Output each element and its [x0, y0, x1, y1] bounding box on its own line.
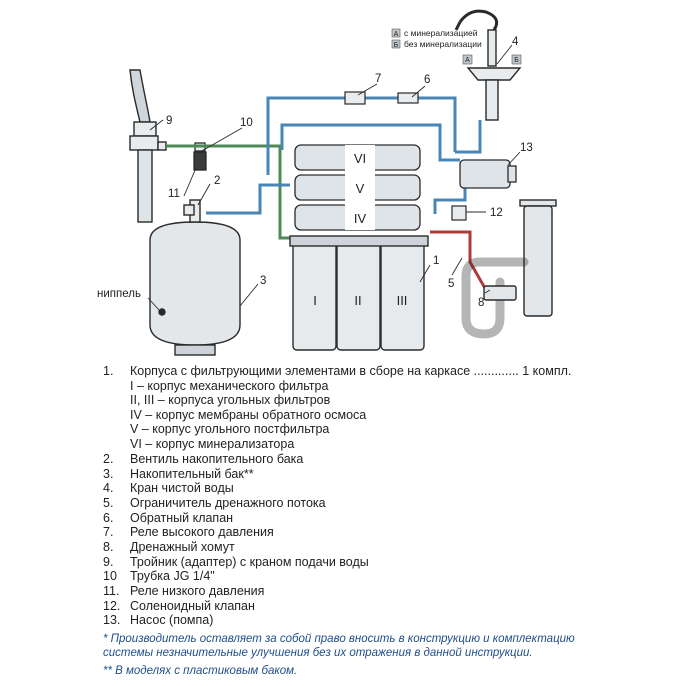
stage-label-IV: IV: [354, 211, 367, 226]
legend-num: 2.: [103, 452, 114, 466]
callout-numbers: 1 2 3 4 5 6 7 8 9 10 11 12 13: [166, 36, 533, 309]
legend-subitem-text: VI – корпус минерализатора: [130, 437, 295, 451]
callout-6: 6: [424, 74, 430, 86]
callout-1: 1: [433, 255, 439, 267]
callout-8: 8: [478, 297, 484, 309]
legend-text: Обратный клапан: [130, 511, 234, 525]
callout-11: 11: [168, 188, 180, 200]
pump: [459, 159, 517, 189]
callout-13: 13: [520, 142, 533, 154]
legend-text: Реле низкого давления: [130, 584, 265, 598]
sink-drain: [461, 199, 557, 339]
faucet-key-a: А: [394, 31, 399, 38]
callout-7: 7: [375, 73, 381, 85]
legend-num: 8.: [103, 540, 114, 554]
faucet-handle-a: А: [465, 57, 470, 64]
legend-text: Трубка JG 1/4": [130, 569, 215, 583]
check-valve: [397, 92, 419, 104]
legend-subitem-text: I – корпус механического фильтра: [130, 379, 329, 393]
solenoid-valve: [451, 205, 467, 221]
faucet-handle-keys: А Б: [462, 54, 522, 65]
upper-housings: [294, 144, 421, 231]
legend-num: 12.: [103, 599, 121, 613]
callout-2: 2: [214, 175, 220, 187]
legend-text: Соленоидный клапан: [130, 599, 255, 613]
legend-num: 4.: [103, 481, 114, 495]
stage-label-VI: VI: [354, 151, 366, 166]
legend-num: 10: [103, 569, 117, 583]
legend-subitem-text: IV – корпус мембраны обратного осмоса: [130, 408, 367, 422]
legend-num: 6.: [103, 511, 114, 525]
legend-text: Кран чистой воды: [130, 481, 234, 495]
tube-top-inner: [280, 123, 460, 162]
legend-num: 3.: [103, 467, 114, 481]
faucet-handle-b: Б: [514, 57, 519, 64]
callout-leaders: [149, 44, 521, 307]
stage-label-III: III: [397, 293, 408, 308]
tee-adapter: [129, 121, 167, 223]
faucet-legend-b: без минерализации: [404, 39, 482, 49]
faucet-key-b: Б: [394, 42, 399, 49]
legend-text: Насос (помпа): [130, 613, 214, 627]
footnote-plastic-tank: ** В моделях с пластиковым баком.: [103, 665, 298, 677]
legend-num: 7.: [103, 525, 114, 539]
legend-text: Реле высокого давления: [130, 525, 274, 539]
callout-4: 4: [512, 36, 519, 48]
faucet-legend: А с минерализацией Б без минерализации: [391, 28, 482, 49]
legend-text: Дренажный хомут: [130, 540, 235, 554]
callout-10: 10: [240, 117, 253, 129]
legend-num: 5.: [103, 496, 114, 510]
legend-num: 11.: [103, 584, 120, 598]
tube-drain-red: [430, 230, 488, 291]
high-pressure-relay: [344, 91, 366, 105]
legend-text: Тройник (адаптер) с краном подачи воды: [130, 555, 369, 569]
bottom-housings: [289, 235, 429, 351]
stage-label-I: I: [313, 293, 317, 308]
callout-9: 9: [166, 115, 172, 127]
stage-labels: VI V IV I II III: [313, 151, 407, 308]
legend-subitem-text: II, III – корпуса угольных фильтров: [130, 393, 331, 407]
callout-12: 12: [490, 207, 503, 219]
ro-system-diagram: VI V IV I II III 1 2 3 4 5 6 7 8 9 10 11…: [97, 9, 557, 356]
legend-num: 9.: [103, 555, 114, 569]
nipple-label: ниппель: [97, 288, 141, 300]
stage-label-V: V: [356, 181, 365, 196]
tube-faucet: [455, 120, 482, 154]
storage-tank: [149, 199, 241, 356]
legend-num: 1.: [103, 364, 114, 378]
faucet-legend-a: с минерализацией: [404, 28, 478, 38]
callout-3: 3: [260, 275, 266, 287]
legend-num: 13.: [103, 613, 121, 627]
tube-tank-blue: [206, 183, 290, 215]
legend-subitem-text: V – корпус угольного постфильтра: [130, 422, 330, 436]
clean-water-faucet: [454, 9, 522, 121]
stage-label-II: II: [354, 293, 361, 308]
water-supply-pipe: [129, 69, 151, 123]
legend-text: Ограничитель дренажного потока: [130, 496, 326, 510]
callout-5: 5: [448, 278, 454, 290]
legend-text: Накопительный бак**: [130, 467, 254, 481]
legend-text: Вентиль накопительного бака: [130, 452, 304, 466]
legend-text: Корпуса с фильтрующими элементами в сбор…: [130, 364, 572, 378]
footnote-manufacturer: * Производитель оставляет за собой право…: [103, 633, 575, 659]
